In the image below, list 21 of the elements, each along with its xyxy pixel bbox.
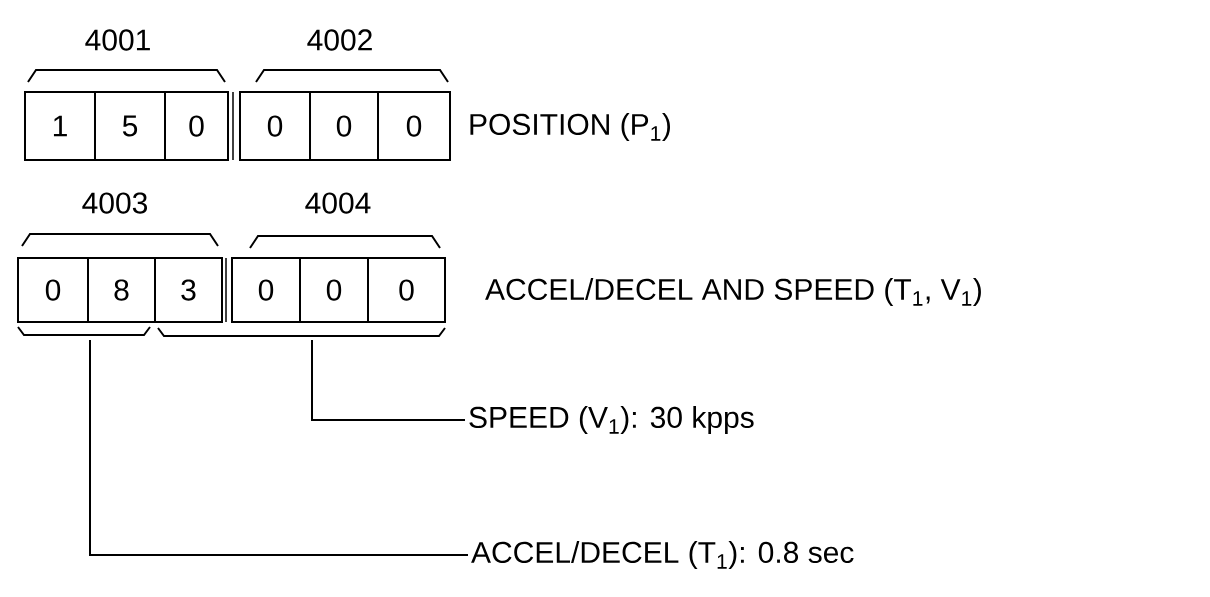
digit-cell: 0 bbox=[239, 91, 311, 161]
digit-cell: 3 bbox=[154, 257, 223, 323]
digit-cell: 0 bbox=[377, 91, 451, 161]
digit-cell: 0 bbox=[231, 257, 301, 323]
digit-cell: 1 bbox=[24, 91, 96, 161]
digit-cell: 8 bbox=[87, 257, 156, 323]
digit-cell: 0 bbox=[367, 257, 446, 323]
digit-cell: 0 bbox=[17, 257, 89, 323]
digit-cell: 0 bbox=[309, 91, 379, 161]
digit-cell: 0 bbox=[299, 257, 369, 323]
annotation-text: ACCEL/DECEL (T$_{1}$): 0.8 sec bbox=[471, 541, 854, 569]
register-label: ACCEL/DECEL AND SPEED (T$_{1}$, V$_{1}$) bbox=[485, 278, 981, 306]
address-label: 4001 bbox=[85, 29, 150, 51]
address-label: 4003 bbox=[82, 192, 148, 214]
digit-cell: 0 bbox=[164, 91, 229, 161]
annotation-text: SPEED (V$_{1}$): 30 kpps bbox=[469, 406, 754, 434]
leader-line bbox=[89, 339, 469, 556]
leader-line bbox=[311, 339, 466, 421]
address-label: 4004 bbox=[305, 192, 371, 214]
address-label: 4002 bbox=[307, 29, 372, 51]
digit-cell: 5 bbox=[94, 91, 166, 161]
